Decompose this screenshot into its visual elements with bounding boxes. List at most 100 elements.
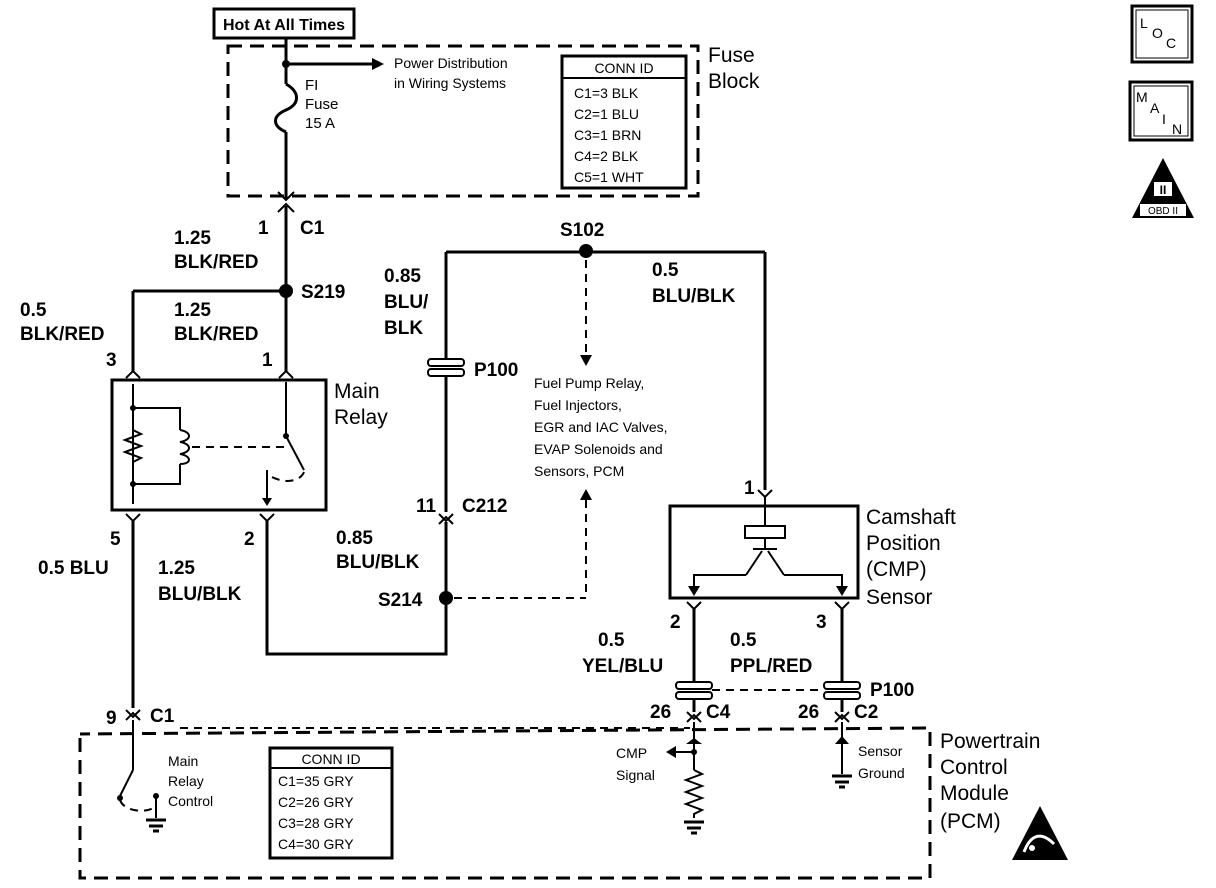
svg-text:Fuel Injectors,: Fuel Injectors, [534,397,622,413]
main-relay-box [110,378,328,512]
s214-label: S214 [378,590,423,611]
wire-11-color: PPL/RED [730,656,812,677]
wire-1-color: BLK/RED [174,252,258,273]
pull-up-resistor [683,769,705,818]
svg-text:CMP: CMP [616,745,647,761]
svg-text:C4=2 BLK: C4=2 BLK [574,148,639,164]
svg-text:L: L [1140,15,1148,31]
svg-text:A: A [1150,100,1160,116]
sensor-ground-label: Sensor Ground [858,743,905,781]
splice-s214 [439,591,453,605]
wire-7-color-1: BLU/ [384,292,429,313]
ground-icon [684,820,704,835]
wire-11-gauge: 0.5 [730,630,757,651]
relay-pin-1: 1 [262,350,273,371]
svg-text:C3=1 BRN: C3=1 BRN [574,127,641,143]
svg-text:C3=28 GRY: C3=28 GRY [278,815,354,831]
main-relay-control-label: Main Relay Control [168,753,213,809]
cmp-pin-3: 3 [816,612,827,633]
svg-text:Powertrain: Powertrain [940,730,1040,753]
svg-text:Control: Control [940,756,1008,779]
wire-2-gauge: 0.5 [20,300,47,321]
svg-text:C5=1 WHT: C5=1 WHT [574,169,644,185]
c2-label: C2 [854,702,878,723]
svg-text:OBD II: OBD II [1148,206,1178,217]
wire-3-gauge: 1.25 [174,300,211,321]
wire-6-gauge: 1.25 [158,558,195,579]
svg-text:Camshaft: Camshaft [866,506,956,529]
fuse-symbol [274,82,298,134]
svg-text:Sensors, PCM: Sensors, PCM [534,463,624,479]
svg-text:Control: Control [168,793,213,809]
relay-switch [285,435,305,471]
c212-pin: 11 [416,496,437,517]
obd-ii-icon[interactable]: II OBD II [1132,158,1194,218]
relay-coil [179,429,190,465]
svg-text:(PCM): (PCM) [940,810,1001,833]
main-relay-label-2: Relay [334,406,388,429]
esd-warning-icon [1012,806,1068,860]
c2-pin: 26 [798,702,819,723]
fuse-rating: 15 A [305,115,335,132]
cmp-pin-2: 2 [670,612,681,633]
power-distribution-label-1: Power Distribution [394,55,508,71]
c4-label: C4 [706,702,731,723]
p100-right-label: P100 [870,680,914,701]
main-icon[interactable]: M A I N [1128,80,1194,142]
splice-s102 [579,244,593,258]
fuse-name: FI [305,77,318,94]
svg-text:CONN ID: CONN ID [301,751,360,767]
relay-pin-5: 5 [110,529,121,550]
svg-text:Relay: Relay [168,773,204,789]
cmp-pin-1: 1 [744,478,755,499]
svg-text:M: M [1136,89,1148,105]
connector-p100-left [427,358,465,377]
svg-text:C2=26 GRY: C2=26 GRY [278,794,354,810]
wire-6-color: BLU/BLK [158,584,242,605]
c212-label: C212 [462,496,507,517]
ground-icon [146,818,166,833]
fuse-word: Fuse [305,96,338,113]
svg-text:Ground: Ground [858,765,905,781]
p100-left-label: P100 [474,360,518,381]
hot-at-all-times-label: Hot At All Times [212,7,356,40]
feed-circuits-text: Fuel Pump Relay, Fuel Injectors, EGR and… [534,375,668,479]
wire-3-color: BLK/RED [174,324,258,345]
wire-7-gauge: 0.85 [384,266,421,287]
svg-text:N: N [1172,121,1182,137]
wire-9-color: BLU/BLK [336,552,420,573]
hall-element [744,525,786,539]
svg-text:II: II [1160,183,1167,197]
svg-text:C4=30 GRY: C4=30 GRY [278,836,354,852]
c4-pin: 26 [650,702,671,723]
svg-text:(CMP): (CMP) [866,558,927,581]
s102-label: S102 [560,220,604,241]
wire-1-gauge: 1.25 [174,228,211,249]
connector-p100-right [675,681,861,700]
svg-text:Signal: Signal [616,767,655,783]
wire-8-color: BLU/BLK [652,286,736,307]
pcm-conn-id-table: CONN ID C1=35 GRY C2=26 GRY C3=28 GRY C4… [268,746,394,860]
svg-text:C1=35 GRY: C1=35 GRY [278,773,354,789]
relay-control-switch [119,769,134,797]
svg-text:Fuel Pump Relay,: Fuel Pump Relay, [534,375,644,391]
c1-label: C1 [300,218,325,239]
svg-text:C1=3 BLK: C1=3 BLK [574,85,639,101]
svg-text:Sensor: Sensor [866,586,933,609]
svg-text:Hot At All Times: Hot At All Times [223,17,345,34]
loc-icon[interactable]: L O C [1130,4,1194,64]
wire-2-color: BLK/RED [20,324,104,345]
pcm-title: Powertrain Control Module (PCM) [940,730,1040,833]
power-distribution-arrow [372,58,384,70]
svg-text:Sensor: Sensor [858,743,903,759]
svg-text:C: C [1166,35,1176,51]
cmp-sensor-label: Camshaft Position (CMP) Sensor [866,506,956,609]
svg-text:Module: Module [940,782,1009,805]
fuse-block-title-1: Fuse [708,44,755,67]
relay-pin-3: 3 [106,350,117,371]
cmp-signal-arrow [666,746,676,758]
relay-pin-2: 2 [244,529,255,550]
svg-text:EVAP Solenoids and: EVAP Solenoids and [534,441,663,457]
wire-10-gauge: 0.5 [598,630,625,651]
c1-pin: 1 [258,218,269,239]
